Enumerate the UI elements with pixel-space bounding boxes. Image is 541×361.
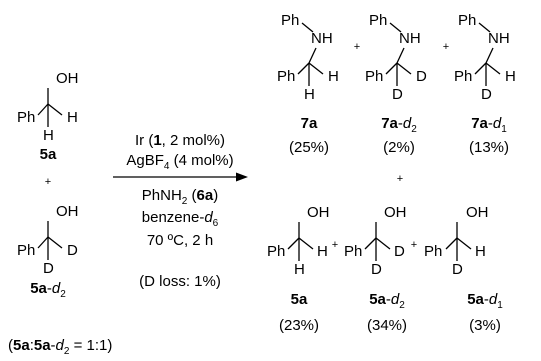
- yield-7a-d2: (2%): [383, 139, 415, 156]
- product-7a-d1: Ph NH Ph H D: [454, 12, 516, 103]
- nh-label: NH: [311, 30, 333, 47]
- compound-label-5a-d2: 5a-d2: [30, 280, 66, 300]
- d-label: D: [67, 242, 78, 259]
- c-h-bond: [298, 237, 314, 250]
- ph-n-bond: [478, 22, 491, 33]
- c-d-bond: [396, 62, 412, 75]
- d-loss-line: (D loss: 1%): [139, 273, 221, 290]
- h-label: H: [43, 127, 54, 144]
- c-h-bond: [485, 62, 501, 75]
- d-label: D: [394, 243, 405, 260]
- yield-5a-d1: (3%): [469, 317, 501, 334]
- nh-label: NH: [488, 30, 510, 47]
- ph-c-bond: [445, 237, 458, 250]
- product-5a-d2: OH Ph D D: [344, 204, 407, 278]
- c-h-bond: [456, 237, 472, 250]
- d-label: D: [452, 261, 463, 278]
- plus-sign: +: [411, 239, 417, 251]
- c-h-bond: [308, 62, 324, 75]
- reaction-conditions: Ir (1, 2 mol%) AgBF4 (4 mol%) PhNH2 (6a)…: [113, 132, 248, 290]
- catalyst-line: Ir (1, 2 mol%): [135, 132, 225, 149]
- c-d-bond: [375, 237, 391, 250]
- ph-c-bond: [474, 62, 487, 75]
- ph-label: Ph: [281, 12, 299, 29]
- additive-line: AgBF4 (4 mol%): [126, 152, 233, 172]
- d-label: D: [392, 86, 403, 103]
- ph-c-bond: [297, 62, 310, 75]
- oh-label: OH: [56, 203, 79, 220]
- n-c-bond: [308, 47, 317, 64]
- c-d-bond: [47, 236, 63, 249]
- compound-label-5a-d2: 5a-d2: [369, 291, 405, 311]
- reactant-5a: OH Ph H H 5a: [17, 70, 79, 163]
- ph-c-bond: [37, 103, 49, 116]
- plus-sign: +: [332, 239, 338, 251]
- n-c-bond: [396, 47, 405, 64]
- product-5a-d1: OH Ph H D: [424, 204, 489, 278]
- arrow-head-icon: [236, 172, 248, 182]
- oh-label: OH: [56, 70, 79, 87]
- plus-sign: +: [397, 173, 403, 185]
- h-label: H: [475, 243, 486, 260]
- ph-label: Ph: [344, 243, 362, 260]
- temperature-time-line: 70 ºC, 2 h: [147, 232, 213, 249]
- ph-label: Ph: [267, 243, 285, 260]
- ph-n-bond: [389, 22, 402, 33]
- n-c-bond: [485, 47, 494, 64]
- ph-label: Ph: [17, 242, 35, 259]
- compound-label-7a: 7a: [301, 115, 318, 132]
- c-h-bond: [47, 103, 63, 116]
- ph-label: Ph: [277, 68, 295, 85]
- d-label: D: [43, 260, 54, 277]
- yield-5a-d2: (34%): [367, 317, 407, 334]
- h-label: H: [505, 68, 516, 85]
- d-label: D: [371, 261, 382, 278]
- ph-c-bond: [364, 237, 377, 250]
- plus-sign: +: [354, 41, 360, 53]
- reactant-5a-d2: OH Ph D D 5a-d2: [17, 203, 79, 300]
- plus-sign: +: [443, 41, 449, 53]
- ph-label: Ph: [17, 109, 35, 126]
- compound-label-7a-d2: 7a-d2: [381, 115, 417, 135]
- ph-n-bond: [301, 22, 314, 33]
- yield-7a: (25%): [289, 139, 329, 156]
- oh-label: OH: [384, 204, 407, 221]
- product-5a: OH Ph H H: [267, 204, 330, 278]
- plus-sign: +: [45, 176, 51, 188]
- h-label: H: [317, 243, 328, 260]
- ph-c-bond: [287, 237, 300, 250]
- ratio-label: (5a:5a-d2 = 1:1): [8, 337, 112, 357]
- oh-label: OH: [307, 204, 330, 221]
- compound-label-5a: 5a: [291, 291, 308, 308]
- ph-label: Ph: [365, 68, 383, 85]
- nh-label: NH: [399, 30, 421, 47]
- compound-label-7a-d1: 7a-d1: [471, 115, 507, 135]
- solvent-line: benzene-d6: [142, 209, 219, 229]
- yield-7a-d1: (13%): [469, 139, 509, 156]
- ph-c-bond: [385, 62, 398, 75]
- product-7a: Ph NH Ph H H: [277, 12, 339, 103]
- ph-label: Ph: [458, 12, 476, 29]
- ph-label: Ph: [369, 12, 387, 29]
- ph-c-bond: [37, 236, 49, 249]
- h-label: H: [328, 68, 339, 85]
- d-label: D: [481, 86, 492, 103]
- h-label: H: [304, 86, 315, 103]
- h-label: H: [67, 109, 78, 126]
- yield-5a: (23%): [279, 317, 319, 334]
- d-label: D: [416, 68, 427, 85]
- ph-label: Ph: [424, 243, 442, 260]
- compound-label-5a-d1: 5a-d1: [467, 291, 503, 311]
- product-7a-d2: Ph NH Ph D D: [365, 12, 427, 103]
- ph-label: Ph: [454, 68, 472, 85]
- compound-label-5a: 5a: [40, 146, 57, 163]
- oh-label: OH: [466, 204, 489, 221]
- h-label: H: [294, 261, 305, 278]
- amine-line: PhNH2 (6a): [142, 187, 218, 207]
